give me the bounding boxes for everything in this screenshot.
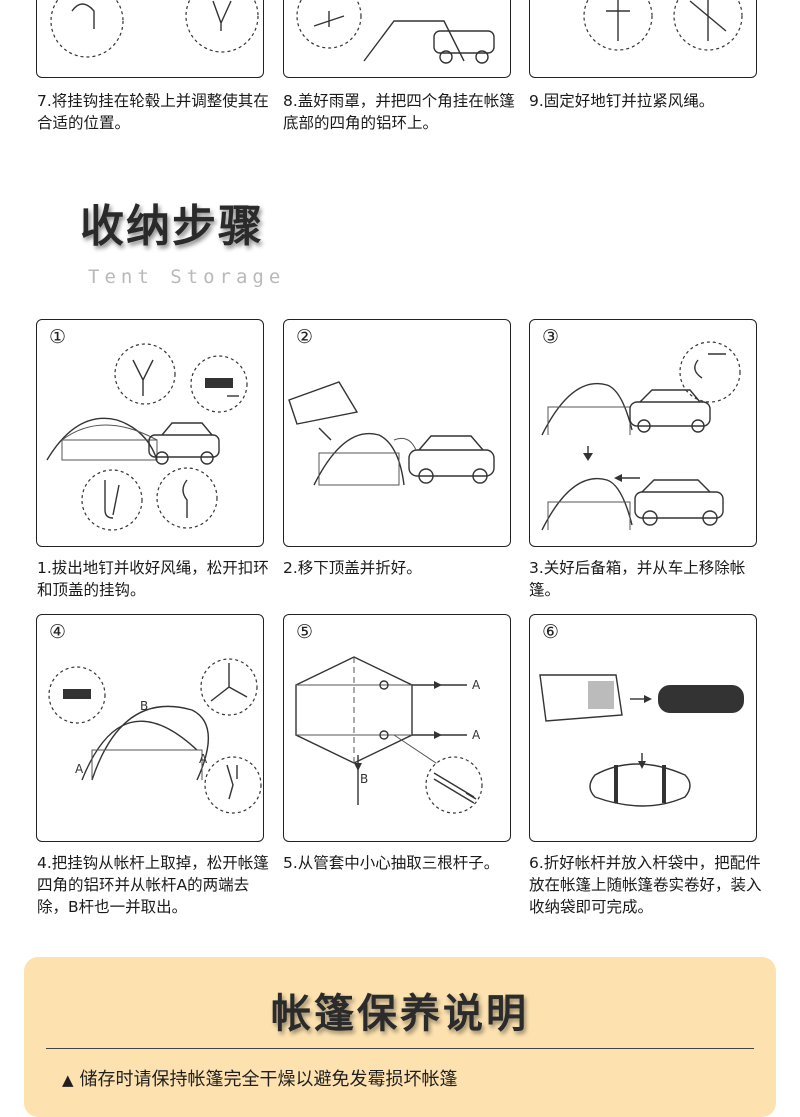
pole-b-label: B bbox=[360, 772, 368, 786]
storage-step1-caption: 1.拔出地钉并收好风绳，松开扣环和顶盖的挂钩。 bbox=[37, 559, 269, 599]
step-number: ③ bbox=[542, 326, 560, 348]
step9-caption: 9.固定好地钉并拉紧风绳。 bbox=[529, 92, 715, 110]
storage-step5-caption: 5.从管套中小心抽取三根杆子。 bbox=[283, 854, 500, 872]
extract-poles-drawing: A A B bbox=[295, 656, 483, 814]
peg-rope-drawing bbox=[583, 0, 743, 51]
wheel-hook-drawing bbox=[50, 0, 259, 58]
storage-step4-illustration: ④ B A A bbox=[36, 614, 264, 842]
step-number: ⑥ bbox=[542, 621, 560, 643]
step-number: ② bbox=[296, 326, 314, 348]
triangle-icon: ▲ bbox=[62, 1071, 74, 1089]
care-note: ▲ 储存时请保持帐篷完全干燥以避免发霉损坏帐篷 bbox=[62, 1065, 458, 1091]
step8-illustration bbox=[283, 0, 511, 78]
pole-a-label-bottom: A bbox=[472, 728, 481, 742]
storage-step2-illustration: ② bbox=[283, 319, 511, 547]
step-number: ① bbox=[49, 326, 67, 348]
step-number: ④ bbox=[49, 621, 67, 643]
divider bbox=[46, 1048, 754, 1049]
detach-tent-drawing bbox=[541, 341, 741, 531]
step7-caption: 7.将挂钩挂在轮毂上并调整使其在合适的位置。 bbox=[37, 92, 269, 132]
storage-step1-illustration: ① bbox=[36, 319, 264, 547]
pole-a-label-right: A bbox=[199, 752, 208, 766]
remove-poles-drawing: B A A bbox=[48, 658, 262, 814]
step8-caption: 8.盖好雨罩，并把四个角挂在帐篷底部的四角的铝环上。 bbox=[283, 92, 515, 132]
care-note-text: 储存时请保持帐篷完全干燥以避免发霉损坏帐篷 bbox=[79, 1069, 458, 1090]
storage-step5-illustration: ⑤ A A B bbox=[283, 614, 511, 842]
step9-illustration bbox=[529, 0, 757, 78]
storage-title: 收纳步骤 bbox=[80, 201, 264, 252]
storage-step2-caption: 2.移下顶盖并折好。 bbox=[283, 559, 422, 577]
care-section: 帐篷保养说明 ▲ 储存时请保持帐篷完全干燥以避免发霉损坏帐篷 bbox=[24, 957, 776, 1117]
pole-b-label: B bbox=[140, 699, 148, 713]
pole-a-label-top: A bbox=[472, 678, 481, 692]
storage-subtitle: Tent Storage bbox=[88, 266, 286, 288]
storage-step6-illustration: ⑥ bbox=[529, 614, 757, 842]
remove-fly-drawing bbox=[288, 381, 495, 486]
storage-step6-caption: 6.折好帐杆并放入杆袋中，把配件放在帐篷上随帐篷卷实卷好，装入收纳袋即可完成。 bbox=[529, 854, 762, 916]
pole-a-label-left: A bbox=[75, 762, 84, 776]
rain-fly-drawing bbox=[296, 0, 495, 64]
storage-step3-caption: 3.关好后备箱，并从车上移除帐篷。 bbox=[529, 559, 746, 599]
pack-bag-drawing bbox=[539, 674, 744, 807]
storage-step3-illustration: ③ bbox=[529, 319, 757, 547]
step7-illustration bbox=[36, 0, 264, 78]
tent-car-detail-drawing bbox=[46, 343, 248, 531]
step-number: ⑤ bbox=[296, 621, 314, 643]
storage-step4-caption: 4.把挂钩从帐杆上取掉，松开帐篷四角的铝环并从帐杆A的两端去除，B杆也一并取出。 bbox=[37, 854, 269, 916]
care-title: 帐篷保养说明 bbox=[271, 991, 529, 1037]
